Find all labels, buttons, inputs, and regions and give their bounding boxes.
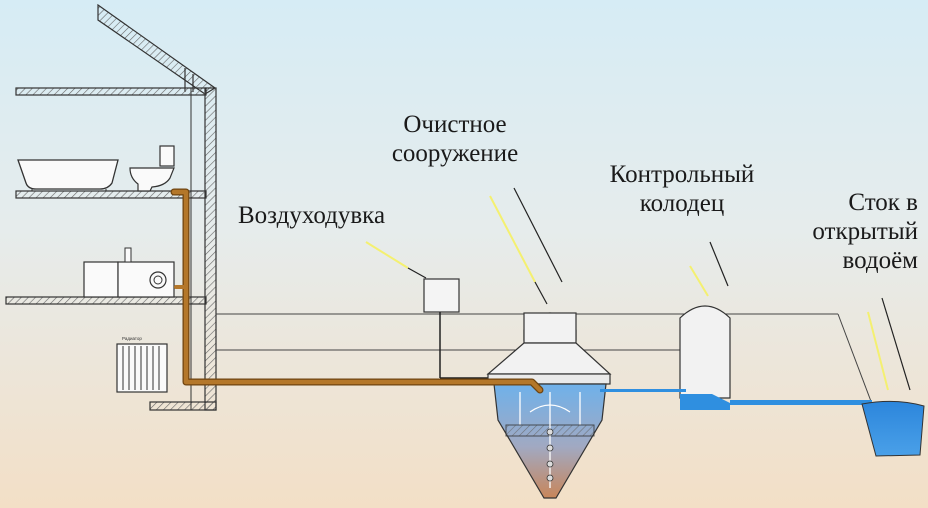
outflow-label-line1: Сток в [848, 189, 918, 216]
outflow-label-line2: открытый [812, 218, 918, 245]
house-roof [97, 3, 217, 95]
radiator: Радиатор [116, 336, 168, 393]
control-label-line2: колодец [639, 190, 725, 217]
washing-machine [83, 247, 175, 298]
outflow-pond [861, 400, 925, 457]
treatment-label-line2: сооружение [391, 140, 519, 167]
blower-label: Воздуходувка [238, 202, 386, 229]
water-flow [600, 389, 872, 410]
bathtub [17, 159, 119, 191]
control-well-label: Контрольный колодец [588, 160, 776, 218]
treatment-label-line1: Очистное [403, 111, 507, 138]
control-well [679, 305, 731, 399]
outflow-label: Сток в открытый водоём [770, 188, 918, 275]
control-label-line1: Контрольный [609, 161, 755, 188]
treatment-plant-label: Очистное сооружение [380, 110, 530, 168]
radiator-tag: Радиатор [122, 336, 142, 341]
treatment-plant [486, 312, 612, 499]
sewer-pipe [170, 188, 544, 394]
leader-lines [365, 187, 911, 391]
outflow-label-line3: водоём [842, 247, 918, 274]
toilet [129, 145, 175, 192]
